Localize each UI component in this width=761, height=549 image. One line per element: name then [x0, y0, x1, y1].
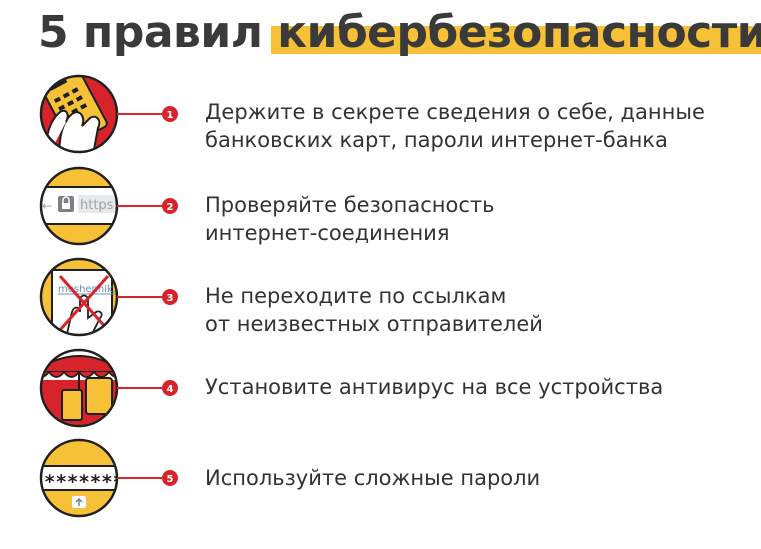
secure-connection-icon: ← https: [39, 166, 119, 246]
rule-3-line-1: Не переходите по ссылкам [205, 284, 507, 308]
rule-2-text: Проверяйте безопасность интернет-соедине… [205, 191, 494, 247]
rule-4-text: Установите антивирус на все устройства [205, 373, 663, 401]
rule-3-text: Не переходите по ссылкам от неизвестных … [205, 282, 543, 338]
rule-3-badge: 3 [162, 289, 178, 305]
svg-text:5: 5 [167, 474, 174, 485]
link-text: moshennik.tut [58, 284, 130, 295]
svg-text:4: 4 [167, 384, 174, 395]
page-title: 5 правил кибербезопасности: [38, 4, 761, 62]
rule-5-text: Используйте сложные пароли [205, 464, 540, 492]
rule-4-badge: 4 [162, 380, 178, 396]
password-mask: ******** [44, 471, 136, 493]
rule-5-badge: 5 [162, 470, 178, 486]
rule-3-line-2: от неизвестных отправителей [205, 312, 543, 336]
rule-2-line-1: Проверяйте безопасность [205, 193, 495, 217]
title-prefix: 5 правил [38, 7, 278, 58]
rule-2-badge: 2 [162, 198, 178, 214]
title-block: 5 правил кибербезопасности: [38, 4, 761, 62]
svg-text:3: 3 [167, 293, 174, 304]
rule-1-text: Держите в секрете сведения о себе, данны… [205, 98, 705, 154]
rule-4-line-1: Установите антивирус на все устройства [205, 375, 664, 399]
password-field-icon: ******** [39, 438, 136, 518]
address-bar-text: https: [80, 198, 118, 213]
bank-card-hand-icon [39, 74, 119, 154]
rule-1-line-2: банковских карт, пароли интернет-банка [205, 128, 668, 152]
svg-text:←: ← [42, 199, 52, 213]
antivirus-devices-icon [39, 348, 119, 428]
rule-2-line-2: интернет-соединения [205, 221, 450, 245]
svg-text:2: 2 [167, 202, 174, 213]
svg-text:1: 1 [167, 110, 174, 121]
suspicious-link-icon: moshennik.tut [39, 257, 130, 337]
rule-1-line-1: Держите в секрете сведения о себе, данны… [205, 100, 705, 124]
rule-1-badge: 1 [162, 106, 178, 122]
rule-5-line-1: Используйте сложные пароли [205, 466, 541, 490]
title-highlight: кибербезопасности: [271, 4, 761, 62]
